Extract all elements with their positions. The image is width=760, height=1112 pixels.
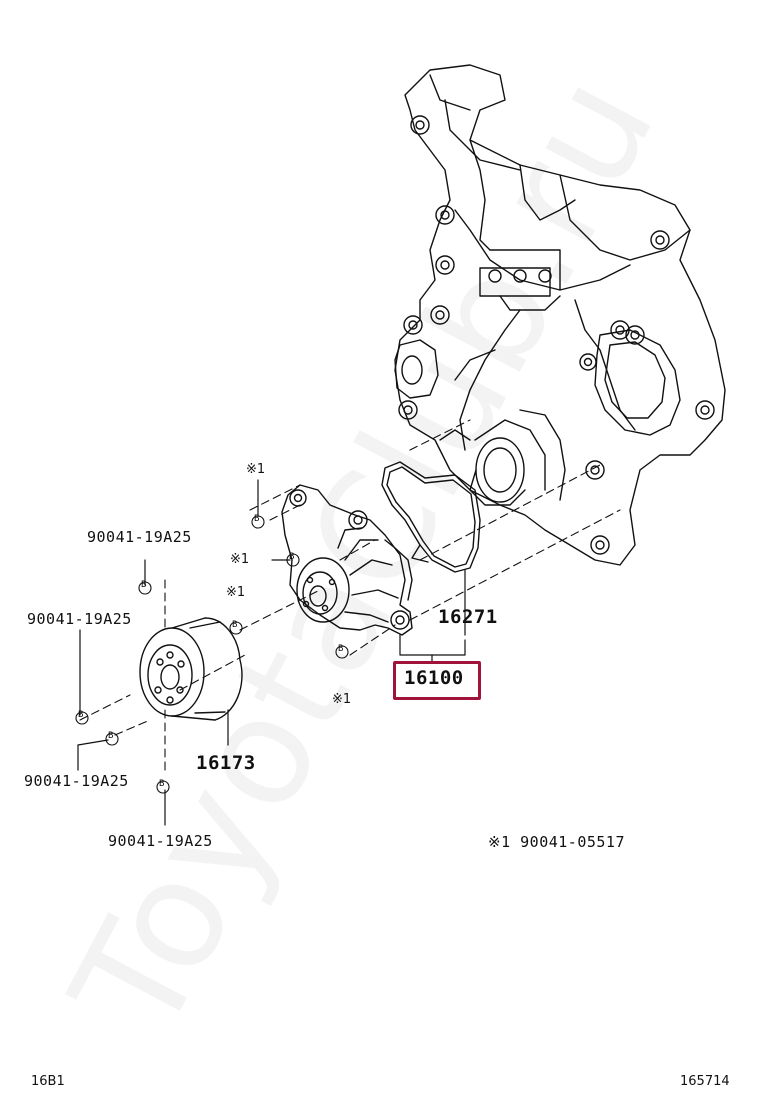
bolt-mark: B <box>108 731 114 741</box>
figure-code: 16B1 <box>31 1074 65 1089</box>
ref-mark: ※1 <box>332 692 352 707</box>
water-pump-illustration <box>281 484 413 636</box>
highlight-box <box>393 661 481 700</box>
part-number-bolt[interactable]: 90041-19A25 <box>108 832 213 850</box>
illustration-number: 165714 <box>680 1074 730 1089</box>
ref-mark: ※1 <box>226 585 246 600</box>
bolt-mark: B <box>159 779 165 789</box>
part-number-pulley[interactable]: 16173 <box>196 752 256 774</box>
bolt-mark: B <box>254 514 260 524</box>
part-number-gasket[interactable]: 16271 <box>438 606 498 628</box>
part-number-water-pump[interactable]: 16100 <box>404 667 464 689</box>
gasket-illustration <box>381 461 481 573</box>
ref-mark: ※1 <box>230 552 250 567</box>
ref-mark: ※1 <box>246 462 266 477</box>
bolt-mark: B <box>78 710 84 720</box>
bolt-mark: B <box>338 644 344 654</box>
timing-cover-illustration <box>394 64 726 566</box>
part-number-bolt[interactable]: 90041-19A25 <box>87 528 192 546</box>
assembly-lines <box>79 419 621 771</box>
bolt-symbols <box>75 515 349 794</box>
leader-lines <box>77 479 466 826</box>
bolt-mark: B <box>141 580 147 590</box>
bolt-mark: B <box>232 620 238 630</box>
pulley-illustration <box>139 617 243 721</box>
footnote: ※1 90041-05517 <box>488 833 625 851</box>
bolt-mark: B <box>289 552 295 562</box>
part-number-bolt[interactable]: 90041-19A25 <box>27 610 132 628</box>
part-number-bolt[interactable]: 90041-19A25 <box>24 772 129 790</box>
